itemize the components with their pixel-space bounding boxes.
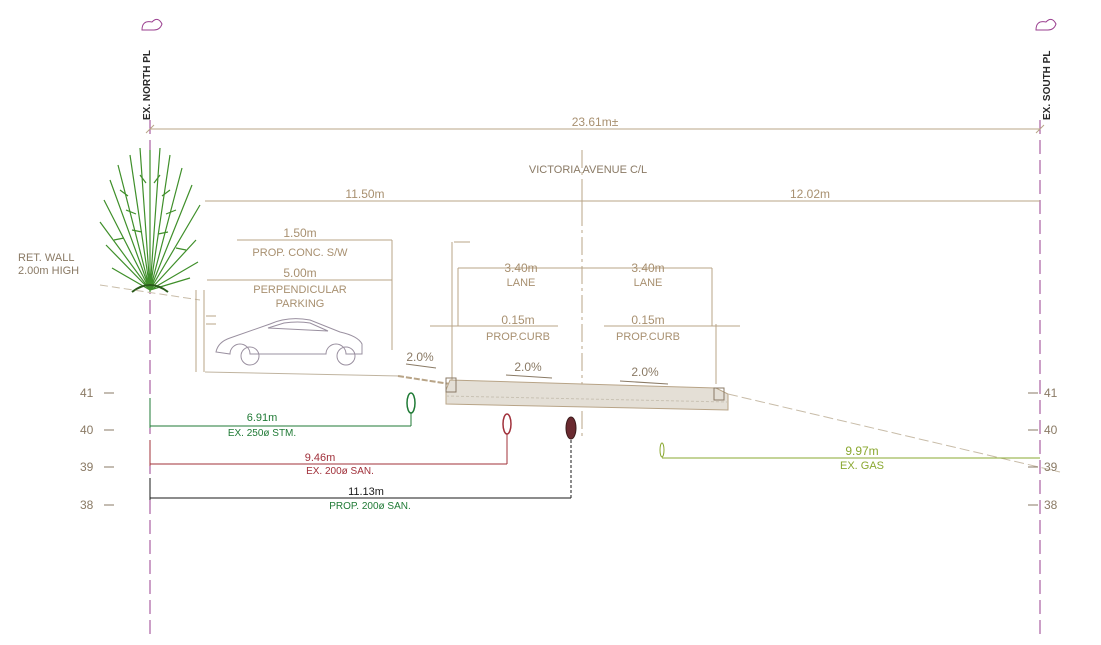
gas-label: EX. GAS xyxy=(840,460,884,472)
lane-south-slope-arrow xyxy=(619,380,669,385)
ex-sanitary-label: EX. 200ø SAN. xyxy=(306,466,374,477)
elev-left-41: 41 xyxy=(80,386,94,400)
prop-sanitary-offset: 11.13m xyxy=(348,486,384,498)
north-pl-marker-icon xyxy=(141,18,163,31)
car-icon xyxy=(215,318,363,366)
gas-main xyxy=(659,442,1040,459)
gas-pipe-icon xyxy=(659,442,665,458)
sidewalk-width: 1.50m xyxy=(283,226,316,240)
retaining-wall xyxy=(195,290,216,372)
lane-north-slope: 2.0% xyxy=(514,360,542,374)
north-lane-width: 3.40m xyxy=(504,261,537,275)
centerline-label: VICTORIA AVENUE C/L xyxy=(529,164,647,176)
boulevard-slope: 2.0% xyxy=(406,350,434,364)
prop-sanitary-pipe-icon xyxy=(565,416,577,440)
lane-north-slope-arrow xyxy=(505,374,553,379)
prop-sanitary-label: PROP. 200ø SAN. xyxy=(329,501,411,512)
lane-south-slope: 2.0% xyxy=(631,365,659,379)
north-pl-label: EX. NORTH PL xyxy=(142,50,153,120)
sidewalk-label: PROP. CONC. S/W xyxy=(252,247,348,259)
storm-label: EX. 250ø STM. xyxy=(228,428,296,439)
north-half-label: 11.50m xyxy=(345,187,384,201)
ex-sanitary-pipe-icon xyxy=(502,413,512,435)
elev-right-39: 39 xyxy=(1044,460,1058,474)
north-lane-label: LANE xyxy=(507,277,536,289)
parking-pad xyxy=(204,371,401,377)
prop-sanitary-main xyxy=(149,440,572,500)
south-lane-label: LANE xyxy=(634,277,663,289)
parking-line2: PARKING xyxy=(276,298,325,310)
elev-right-41: 41 xyxy=(1044,386,1058,400)
north-curb-width: 0.15m xyxy=(501,313,534,327)
boulevard-slope-arrow xyxy=(405,363,437,369)
storm-pipe-icon xyxy=(406,392,416,414)
elev-left-40: 40 xyxy=(80,423,94,437)
half-width-dimensions xyxy=(205,190,1040,212)
parking-width: 5.00m xyxy=(283,266,316,280)
total-width-dimension xyxy=(145,124,1045,134)
south-curb-width: 0.15m xyxy=(631,313,664,327)
south-curb-label: PROP.CURB xyxy=(616,331,680,343)
total-width-label: 23.61m± xyxy=(572,115,619,129)
sidewalk-dimension xyxy=(237,239,393,350)
tree-icon xyxy=(99,147,201,293)
south-lane-width: 3.40m xyxy=(631,261,664,275)
existing-grade-right xyxy=(727,393,1061,473)
storm-main xyxy=(149,392,416,428)
ex-sanitary-main xyxy=(149,413,512,466)
south-pl-label: EX. SOUTH PL xyxy=(1042,51,1053,120)
elevation-ticks-right xyxy=(1028,392,1038,506)
ret-wall-line2: 2.00m HIGH xyxy=(18,265,79,277)
curb-north-leaders xyxy=(430,241,740,384)
boulevard-surface xyxy=(397,375,451,385)
gas-offset: 9.97m xyxy=(845,444,878,458)
south-property-line xyxy=(1035,18,1057,640)
elev-left-38: 38 xyxy=(80,498,94,512)
existing-grade-left xyxy=(99,284,201,301)
elev-left-39: 39 xyxy=(80,460,94,474)
parking-line1: PERPENDICULAR xyxy=(253,284,347,296)
road-structure xyxy=(445,377,729,411)
elevation-ticks-left xyxy=(104,392,114,506)
lane-dimension-lines xyxy=(457,267,713,326)
ret-wall-line1: RET. WALL xyxy=(18,252,74,264)
storm-offset: 6.91m xyxy=(247,412,278,424)
south-half-label: 12.02m xyxy=(790,187,830,201)
south-pl-marker-icon xyxy=(1035,18,1057,31)
north-curb-label: PROP.CURB xyxy=(486,331,550,343)
ex-sanitary-offset: 9.46m xyxy=(305,452,336,464)
elev-right-38: 38 xyxy=(1044,498,1058,512)
elev-right-40: 40 xyxy=(1044,423,1058,437)
